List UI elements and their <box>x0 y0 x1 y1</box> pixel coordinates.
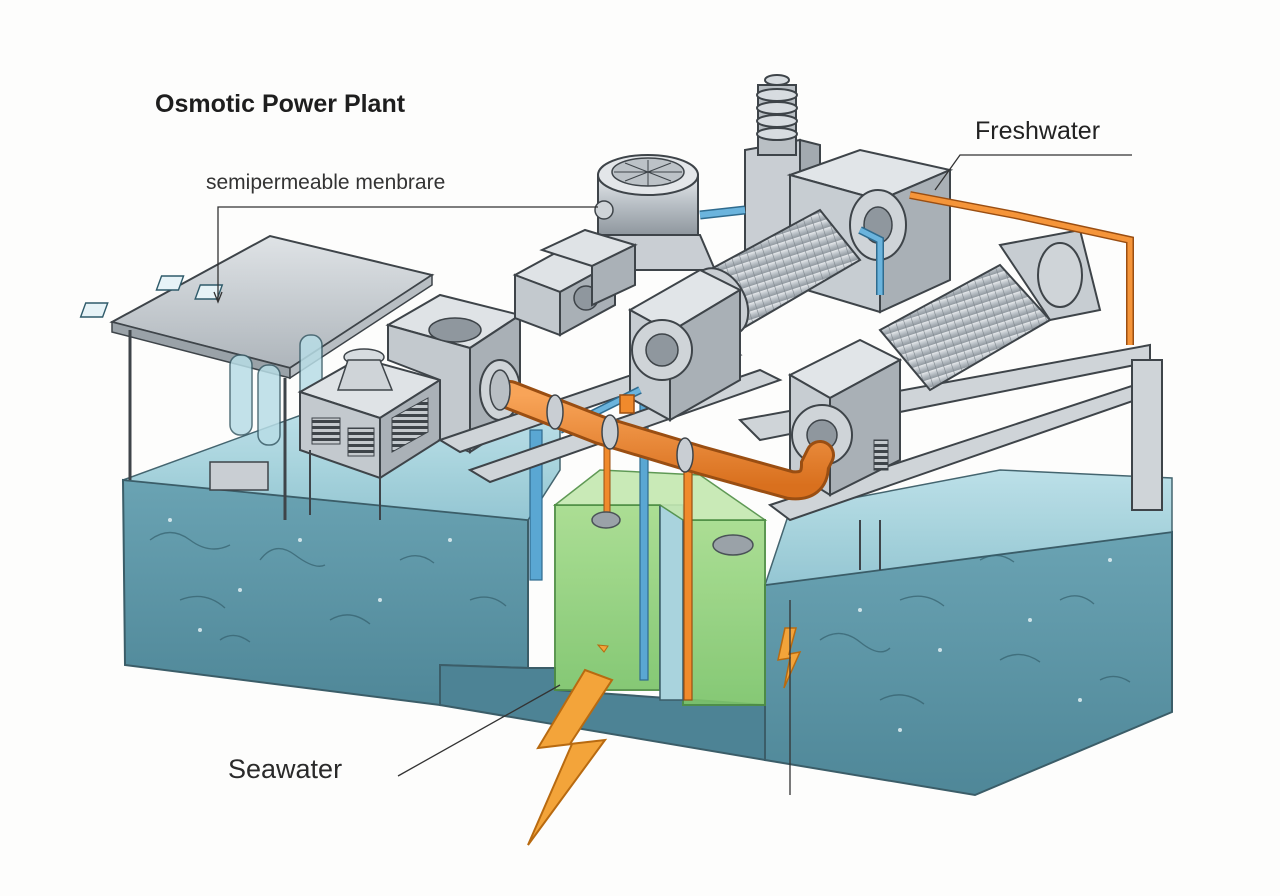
membrane-leader <box>217 206 598 300</box>
fan-unit <box>578 154 717 271</box>
membrane-cylinder-lower <box>878 228 1102 392</box>
electricity-bolts <box>527 627 802 846</box>
pipes <box>489 191 1134 501</box>
diagram-title: Osmotic Power Plant <box>155 90 406 118</box>
control-shed <box>79 234 435 520</box>
leader-lines <box>213 154 1132 795</box>
lightning-bolt-large <box>527 668 614 846</box>
membrane-divider <box>659 504 684 701</box>
hvac-unit <box>297 348 443 520</box>
label-semipermeable-membrane: semipermeable menbrare <box>206 171 446 194</box>
freshwater-leader <box>934 154 1132 191</box>
pump-units <box>512 228 638 337</box>
lightning-bolt-small <box>777 627 802 689</box>
membrane-chambers <box>529 379 768 706</box>
label-seawater: Seawater <box>228 754 343 784</box>
water-basin <box>121 409 1173 797</box>
water-surface-right <box>763 469 1173 586</box>
label-freshwater: Freshwater <box>975 117 1101 145</box>
generator-main <box>627 268 743 422</box>
shed-roof <box>109 234 435 370</box>
seawater-leader <box>397 684 561 777</box>
exhaust-stack <box>744 74 821 252</box>
